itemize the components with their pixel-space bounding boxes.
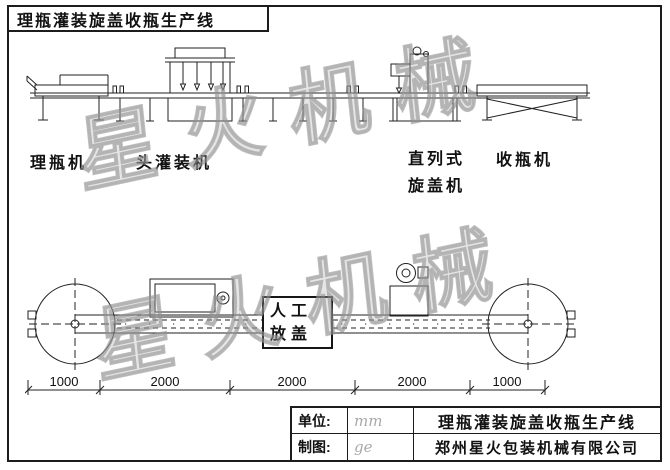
title-block: 单位: mm 理瓶灌装旋盖收瓶生产线 制图: ge 郑州星火包装机械有限公司 [290,406,662,462]
bottle-collector-side [476,84,588,121]
drawing-frame [7,5,662,462]
label-filling-machine: 头灌装机 [136,155,213,172]
drafter-value: ge [348,434,414,460]
drawing-title: 理瓶灌装旋盖收瓶生产线 [17,12,216,30]
elevation-view-drawing [26,46,590,122]
manual-cap-line1: 人工 [270,303,313,320]
label-bottle-collector: 收瓶机 [496,152,554,169]
drafter-label: 制图: [292,434,348,460]
conveyor-side [30,92,590,122]
title-block-drawing-title: 理瓶灌装旋盖收瓶生产线 [414,408,660,434]
bottles-on-conveyor [112,85,467,94]
dimension-label: 2000 [275,374,309,389]
label-capper-line2: 旋盖机 [408,178,466,195]
manual-cap-callout: 人工 放盖 [262,296,333,349]
filler-footprint-plan [149,278,234,318]
label-capper-line1: 直列式 [408,151,466,168]
dimension-label: 2000 [148,374,182,389]
dimension-label: 1000 [47,374,81,389]
manual-cap-line2: 放盖 [270,326,313,343]
unit-value: mm [348,408,414,434]
drawing-title-box: 理瓶灌装旋盖收瓶生产线 [7,5,269,32]
left-rotary-table-plan [27,278,121,370]
dimension-label: 1000 [490,374,524,389]
dimension-line-drawing [25,380,550,395]
dimension-label: 2000 [395,374,429,389]
filling-machine-side [165,47,235,122]
unit-label: 单位: [292,408,348,434]
company-name: 郑州星火包装机械有限公司 [434,439,639,457]
bottle-unscrambler-side [26,74,109,121]
label-bottle-unscrambler: 理瓶机 [30,155,88,172]
capper-footprint-plan [389,263,429,317]
capping-machine-side [390,46,454,122]
right-rotary-table-plan [482,278,576,370]
